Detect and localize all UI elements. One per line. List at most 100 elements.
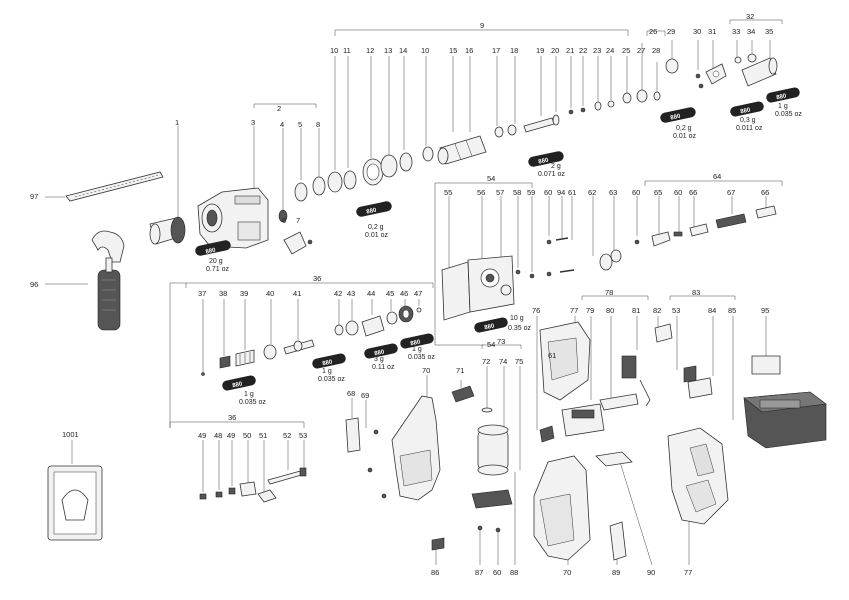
callout-5: 5 bbox=[298, 120, 302, 129]
callout-67: 67 bbox=[727, 188, 735, 197]
callout-50: 50 bbox=[243, 431, 251, 440]
callout-9: 9 bbox=[480, 21, 484, 30]
svg-text:0.11 oz: 0.11 oz bbox=[372, 364, 395, 371]
callout-61b: 61 bbox=[548, 351, 556, 360]
svg-text:880: 880 bbox=[366, 207, 378, 215]
callout-35: 35 bbox=[765, 27, 773, 36]
part-97-strap bbox=[65, 171, 164, 202]
callout-53a: 53 bbox=[299, 431, 307, 440]
callout-54b: 54 bbox=[487, 340, 495, 349]
callout-77b: 77 bbox=[684, 568, 692, 577]
callout-10a: 10 bbox=[330, 46, 338, 55]
callout-3: 3 bbox=[251, 118, 255, 127]
callout-2: 2 bbox=[277, 104, 281, 113]
callout-29: 29 bbox=[667, 27, 675, 36]
callout-74: 74 bbox=[499, 357, 507, 366]
part-1001-kit-bag bbox=[47, 465, 103, 541]
callout-36a: 36 bbox=[313, 274, 321, 283]
part-70-housing-left bbox=[367, 395, 441, 501]
callout-38: 38 bbox=[219, 289, 227, 298]
callout-57: 57 bbox=[496, 188, 504, 197]
grease-label-6: 880 1 g 0.035 oz bbox=[766, 87, 802, 118]
svg-text:3 g: 3 g bbox=[374, 356, 384, 363]
grease-label-11: 880 1 g 0.035 oz bbox=[400, 333, 435, 361]
callout-13: 13 bbox=[384, 46, 392, 55]
svg-text:0.035 oz: 0.035 oz bbox=[408, 354, 435, 361]
callout-33: 33 bbox=[732, 27, 740, 36]
callout-62: 62 bbox=[588, 188, 596, 197]
part-4-5-8-rings bbox=[278, 176, 326, 223]
svg-text:0.035 oz: 0.035 oz bbox=[239, 399, 266, 406]
part-77-housing-right bbox=[667, 427, 729, 525]
callout-28: 28 bbox=[652, 46, 660, 55]
part-10-14-rings bbox=[327, 146, 434, 193]
svg-text:0.01 oz: 0.01 oz bbox=[673, 133, 696, 140]
callout-95: 95 bbox=[761, 306, 769, 315]
svg-text:1 g: 1 g bbox=[778, 103, 788, 110]
callout-16: 16 bbox=[465, 46, 473, 55]
part-89-90 bbox=[595, 451, 633, 561]
callout-60d: 60 bbox=[493, 568, 501, 577]
callout-72: 72 bbox=[482, 357, 490, 366]
callout-53b: 53 bbox=[672, 306, 680, 315]
grease-label-2: 880 0,2 g 0.01 oz bbox=[356, 201, 392, 239]
callout-52: 52 bbox=[283, 431, 291, 440]
callout-36b: 36 bbox=[228, 413, 236, 422]
svg-text:0.035 oz: 0.035 oz bbox=[318, 376, 345, 383]
callout-40: 40 bbox=[266, 289, 274, 298]
svg-text:880: 880 bbox=[410, 339, 422, 347]
svg-text:880: 880 bbox=[538, 157, 550, 165]
callout-41: 41 bbox=[293, 289, 301, 298]
part-64-switch-group bbox=[634, 205, 777, 247]
part-60-63-row bbox=[546, 237, 622, 277]
callout-4: 4 bbox=[280, 120, 284, 129]
part-96-side-handle bbox=[91, 230, 125, 331]
callout-10b: 10 bbox=[421, 46, 429, 55]
svg-text:1 g: 1 g bbox=[412, 346, 422, 353]
callout-1: 1 bbox=[175, 118, 179, 127]
callout-32: 32 bbox=[746, 12, 754, 21]
svg-text:0.35 oz: 0.35 oz bbox=[508, 325, 531, 332]
svg-text:20 g: 20 g bbox=[209, 258, 223, 265]
callout-46: 46 bbox=[400, 289, 408, 298]
grease-label-9: 880 1 g 0.035 oz bbox=[312, 353, 346, 383]
callout-47: 47 bbox=[414, 289, 422, 298]
callout-84: 84 bbox=[708, 306, 716, 315]
part-6-7-small bbox=[283, 231, 313, 255]
callout-22: 22 bbox=[579, 46, 587, 55]
callout-65: 65 bbox=[654, 188, 662, 197]
part-71-pad bbox=[451, 385, 475, 403]
part-48-53-row bbox=[199, 467, 307, 503]
callout-8: 8 bbox=[316, 120, 320, 129]
callout-70a: 70 bbox=[422, 366, 430, 375]
callout-21: 21 bbox=[566, 46, 574, 55]
svg-text:880: 880 bbox=[232, 381, 244, 389]
callout-31: 31 bbox=[708, 27, 716, 36]
part-95-battery bbox=[743, 355, 827, 449]
callout-82: 82 bbox=[653, 306, 661, 315]
svg-text:10 g: 10 g bbox=[510, 315, 524, 322]
callout-17: 17 bbox=[492, 46, 500, 55]
callout-94: 94 bbox=[557, 188, 565, 197]
leader-lines bbox=[45, 40, 771, 566]
callout-81: 81 bbox=[632, 306, 640, 315]
callout-19: 19 bbox=[536, 46, 544, 55]
callout-64: 64 bbox=[713, 172, 721, 181]
callout-7: 7 bbox=[296, 216, 300, 225]
svg-text:0.71 oz: 0.71 oz bbox=[206, 266, 229, 273]
callout-88: 88 bbox=[510, 568, 518, 577]
svg-text:1 g: 1 g bbox=[322, 368, 332, 375]
part-72-75-motor bbox=[431, 407, 513, 551]
svg-text:880: 880 bbox=[484, 323, 496, 331]
callout-59: 59 bbox=[527, 188, 535, 197]
callout-76: 76 bbox=[532, 306, 540, 315]
callout-66b: 66 bbox=[761, 188, 769, 197]
svg-text:0.035 oz: 0.035 oz bbox=[775, 111, 802, 118]
callout-83: 83 bbox=[692, 288, 700, 297]
callout-42: 42 bbox=[334, 289, 342, 298]
svg-text:1 g: 1 g bbox=[244, 391, 254, 398]
callout-49b: 49 bbox=[227, 431, 235, 440]
callout-27: 27 bbox=[637, 46, 645, 55]
callout-75: 75 bbox=[515, 357, 523, 366]
callout-30: 30 bbox=[693, 27, 701, 36]
